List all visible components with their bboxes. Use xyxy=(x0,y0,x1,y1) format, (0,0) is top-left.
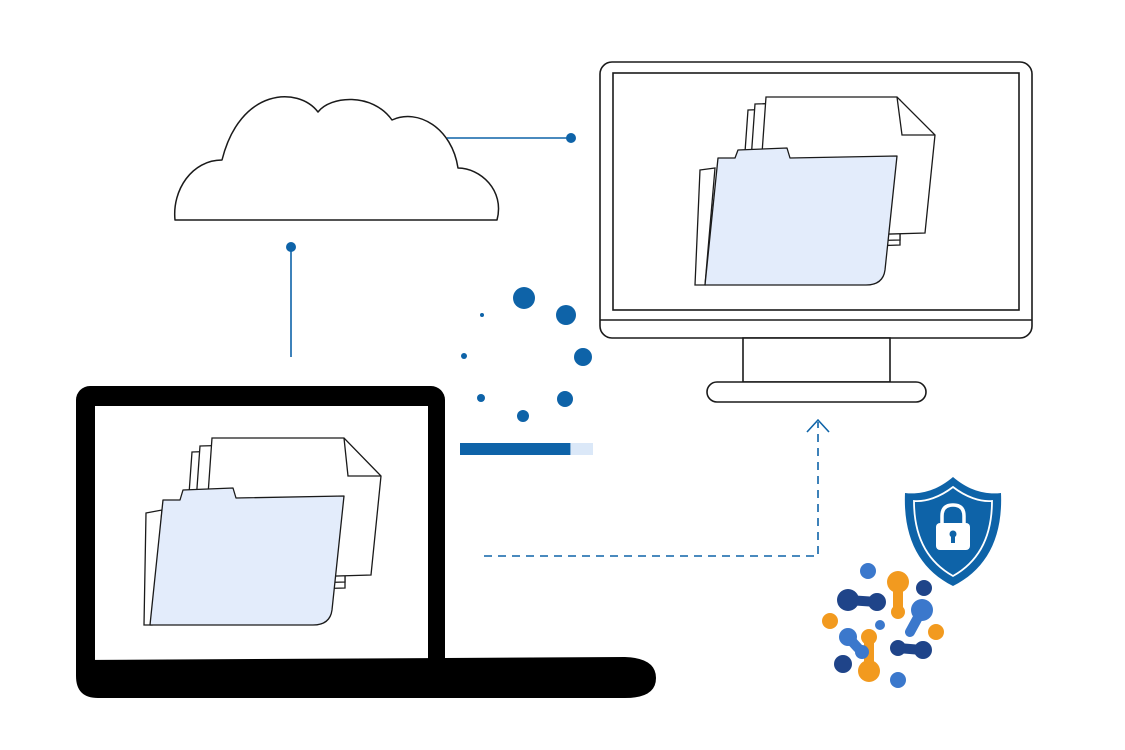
padlock-icon xyxy=(936,503,970,550)
secure-transfer-arrow xyxy=(484,418,830,557)
cloud-desktop-connector xyxy=(447,133,576,143)
cloud-laptop-connector xyxy=(286,242,296,357)
folder-with-documents-icon xyxy=(694,96,936,286)
transfer-progress-bar xyxy=(460,443,593,455)
transfer-progress-fill xyxy=(460,443,571,455)
loading-spinner-icon xyxy=(461,287,592,422)
cloud-icon xyxy=(174,96,500,221)
laptop-folder-with-documents-icon xyxy=(143,437,382,626)
data-network-icon xyxy=(822,563,944,688)
shield-lock-icon xyxy=(904,477,1002,586)
